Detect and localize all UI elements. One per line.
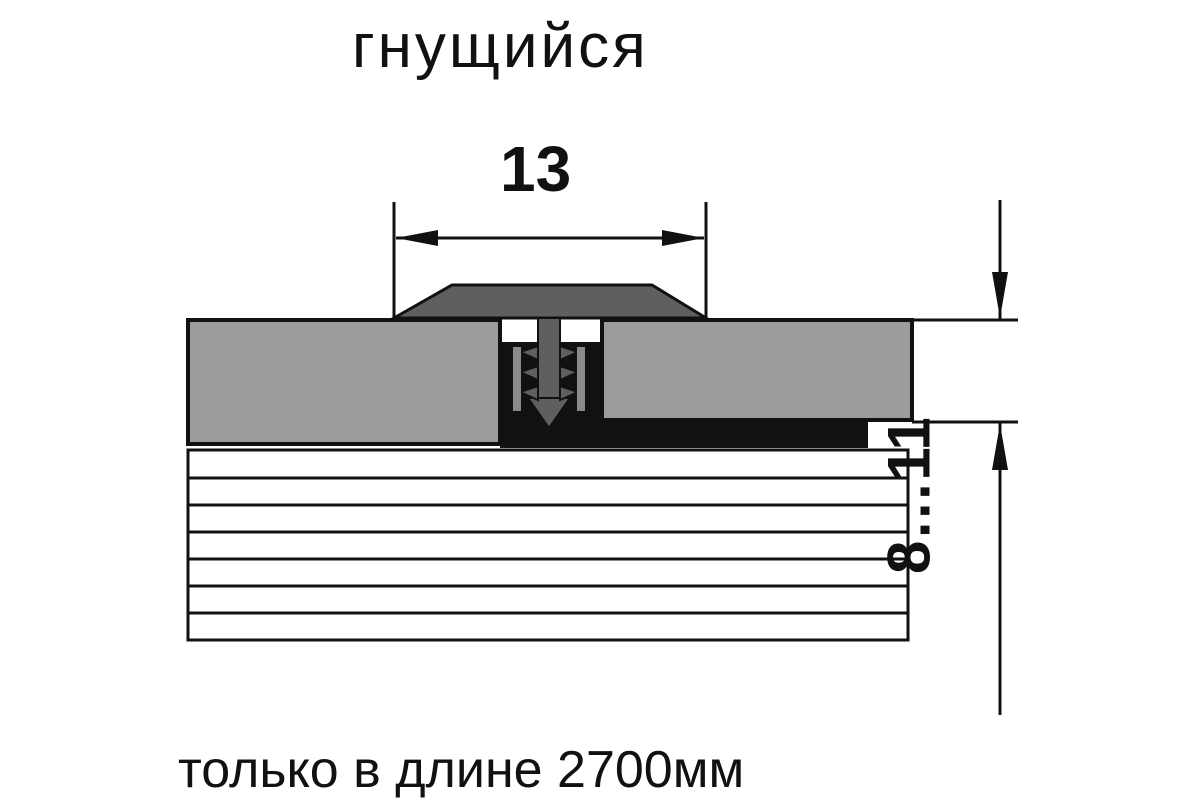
right-floor-panel (600, 318, 914, 422)
width-dimension (392, 202, 708, 318)
t-profile-cap (388, 283, 712, 320)
left-floor-panel (186, 318, 502, 446)
t-profile-stem (517, 317, 581, 430)
subfloor (186, 448, 910, 642)
height-dimension-label: 8…11 (875, 417, 943, 574)
diagram-title: гнущийся (352, 12, 649, 81)
height-dimension (912, 200, 1018, 715)
width-dimension-label: 13 (500, 133, 572, 205)
length-note: только в длине 2700мм (178, 741, 745, 799)
joint-bracket (511, 345, 587, 413)
underlay-strip (600, 420, 868, 448)
